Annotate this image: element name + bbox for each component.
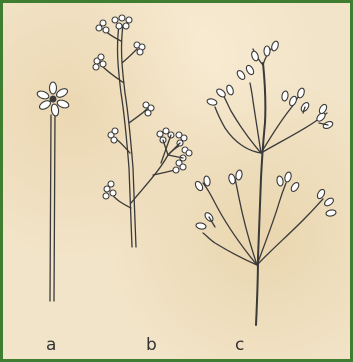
inflorescence-c bbox=[194, 40, 337, 325]
inflorescence-a-flower-head bbox=[36, 82, 70, 117]
inflorescence-a-stalk bbox=[50, 115, 51, 301]
inflorescence-diagram bbox=[3, 3, 350, 359]
inflorescence-a bbox=[36, 82, 70, 301]
inflorescence-b bbox=[93, 15, 192, 247]
label-a: a bbox=[46, 337, 56, 354]
inflorescence-c-axis bbox=[256, 63, 265, 325]
label-b: b bbox=[146, 337, 157, 354]
figure-panel: a b c bbox=[3, 3, 350, 359]
inflorescence-b-buds bbox=[93, 15, 192, 199]
inflorescence-b-axis-outline bbox=[122, 25, 136, 247]
inflorescence-a-stalk-outline bbox=[54, 115, 55, 301]
inflorescence-c-buds bbox=[194, 40, 337, 230]
label-c: c bbox=[235, 337, 244, 354]
